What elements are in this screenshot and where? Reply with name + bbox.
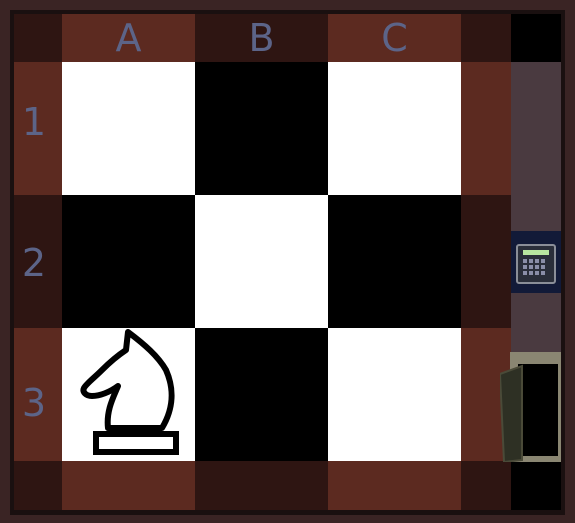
corner-bottom-left [14,461,62,510]
bottom-border-a [62,461,195,510]
column-header-c [328,14,461,62]
row-label-2: 2 [21,240,47,285]
side-panel-top [511,14,561,62]
door-icon [498,352,561,464]
row-header-2 [14,195,62,328]
corner-bottom-right [461,461,511,510]
side-panel-bottom [511,462,561,510]
bottom-border-c [328,461,461,510]
keypad-icon [516,244,556,284]
right-border-1 [461,62,511,195]
square-a1[interactable] [62,62,195,195]
row-label-3: 3 [21,381,47,425]
bottom-border-b [195,461,328,510]
square-a2[interactable] [62,195,195,328]
column-label-a: A [115,16,142,60]
column-header-a [62,14,195,62]
row-header-3 [14,328,62,461]
corner-top-right [461,14,511,62]
square-c3[interactable] [328,328,461,461]
square-b1[interactable] [195,62,328,195]
column-label-c: C [381,16,408,60]
square-b3[interactable] [195,328,328,461]
column-header-b [195,14,328,62]
door-button[interactable] [498,352,561,464]
right-border-2 [461,195,511,328]
square-c2[interactable] [328,195,461,328]
square-b2[interactable] [195,195,328,328]
knight-icon[interactable] [62,328,195,461]
row-header-1 [14,62,62,195]
square-c1[interactable] [328,62,461,195]
row-label-1: 1 [21,100,47,144]
corner-top-left [14,14,62,62]
keypad-button[interactable] [511,231,561,293]
column-label-b: B [248,16,275,60]
